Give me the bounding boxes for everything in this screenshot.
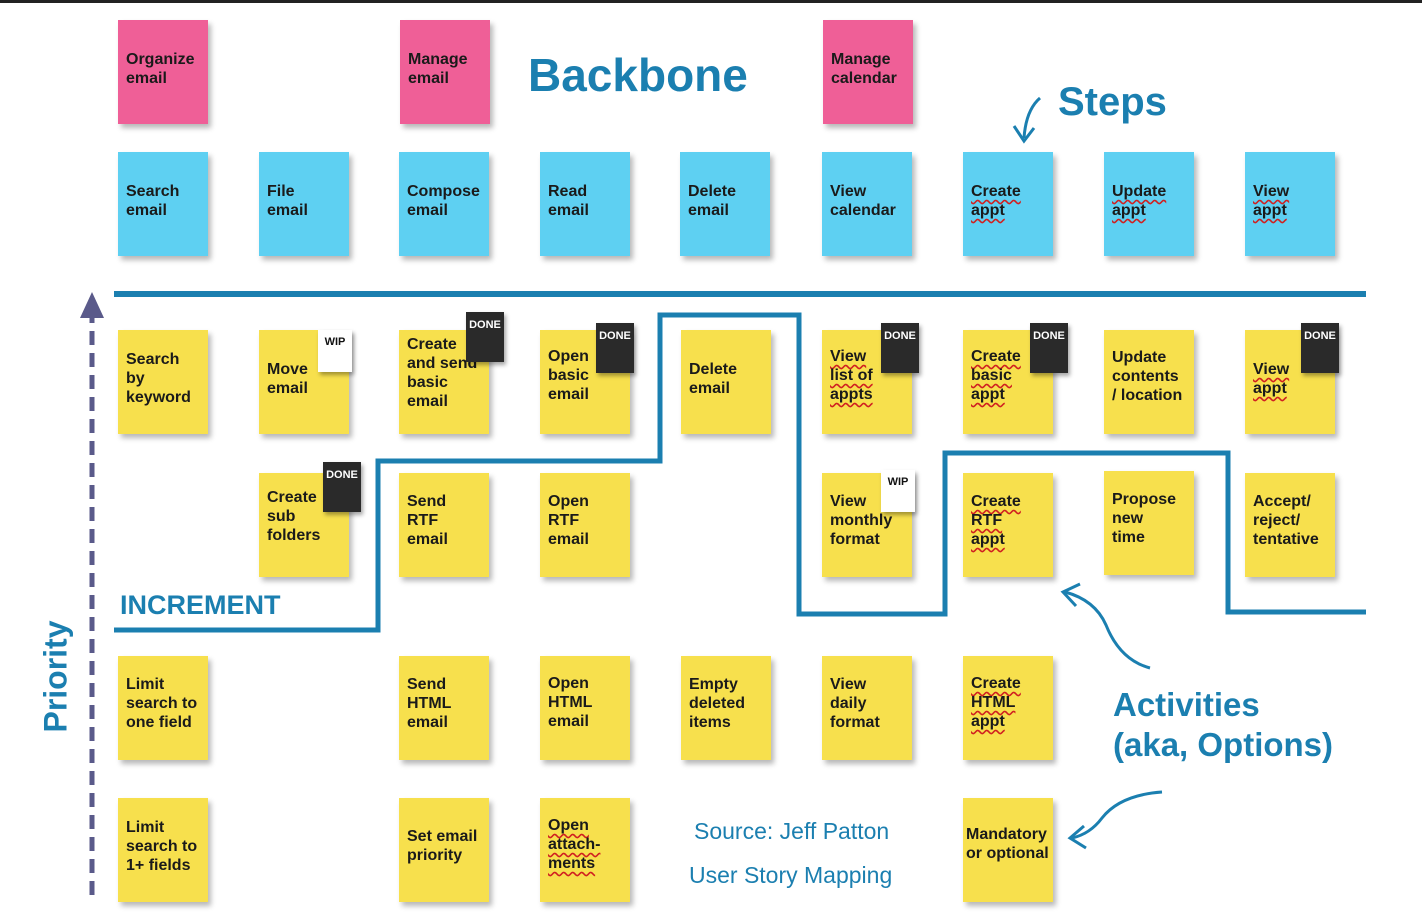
done-tag: DONE bbox=[1030, 323, 1068, 373]
step-note-file-email: File email bbox=[259, 152, 349, 256]
mandatory-arrow bbox=[1071, 790, 1163, 840]
note-text: Update contents / location bbox=[1112, 349, 1183, 404]
note-text: Send HTML email bbox=[407, 676, 452, 731]
activity-note-limit-search-one-field: Limit search to one field bbox=[118, 656, 208, 760]
note-text: Propose new time bbox=[1112, 491, 1177, 546]
step-note-read-email: Read email bbox=[540, 152, 630, 256]
done-tag: DONE bbox=[466, 312, 504, 362]
note-text: Open RTF email bbox=[548, 493, 589, 548]
note-text: Limit search to one field bbox=[126, 676, 198, 731]
note-text: Update appt bbox=[1112, 183, 1167, 219]
steps-arrow bbox=[1022, 96, 1042, 139]
activity-note-create-send-basic-email: Create and send basic email bbox=[399, 330, 489, 434]
note-text: Limit search to 1+ fields bbox=[126, 819, 198, 874]
note-text: Search email bbox=[126, 183, 180, 219]
note-text: Send RTF email bbox=[407, 493, 448, 548]
note-text: Open attach- ments bbox=[548, 817, 601, 872]
activity-note-mandatory-or-optional: Mandatory or optional bbox=[963, 798, 1053, 902]
steps-label: Steps bbox=[1058, 80, 1167, 124]
priority-arrowhead bbox=[80, 292, 104, 318]
note-text: Empty deleted items bbox=[689, 676, 746, 731]
step-note-search-email: Search email bbox=[118, 152, 208, 256]
activity-note-delete-email: Delete email bbox=[681, 330, 771, 434]
note-text: View monthly format bbox=[830, 493, 893, 548]
activity-note-propose-new-time: Propose new time bbox=[1104, 471, 1194, 575]
wip-tag: WIP bbox=[318, 330, 352, 372]
activities-label-line1: Activities bbox=[1113, 686, 1260, 723]
priority-label: Priority bbox=[37, 620, 74, 733]
activities-arrow bbox=[1064, 590, 1151, 670]
note-text: Accept/ reject/ tentative bbox=[1253, 493, 1319, 548]
backbone-note-organize-email: Organize email bbox=[118, 20, 208, 124]
note-text: View appt bbox=[1253, 183, 1290, 219]
note-text: Delete email bbox=[689, 361, 738, 397]
step-note-update-appt: Update appt bbox=[1104, 152, 1194, 256]
activity-note-update-contents-location: Update contents / location bbox=[1104, 330, 1194, 434]
note-text: Compose email bbox=[407, 183, 480, 219]
done-tag: DONE bbox=[323, 462, 361, 512]
done-tag: DONE bbox=[596, 323, 634, 373]
activity-note-view-monthly-format: View monthly format bbox=[822, 473, 912, 577]
step-note-delete-email: Delete email bbox=[680, 152, 770, 256]
activity-note-create-rtf-appt: Create RTF appt bbox=[963, 473, 1053, 577]
activity-note-move-email: Move email bbox=[259, 330, 349, 434]
wip-tag: WIP bbox=[881, 470, 915, 512]
done-tag: DONE bbox=[1301, 323, 1339, 373]
activity-note-open-attachments: Open attach- ments bbox=[540, 798, 630, 902]
backbone-label: Backbone bbox=[528, 49, 748, 101]
step-note-create-appt: Create appt bbox=[963, 152, 1053, 256]
note-text: Move email bbox=[267, 361, 308, 397]
backbone-note-manage-email: Manage email bbox=[400, 20, 490, 124]
activity-note-view-daily-format: View daily format bbox=[822, 656, 912, 760]
steps-arrowhead bbox=[1012, 125, 1036, 144]
activity-note-open-rtf-email: Open RTF email bbox=[540, 473, 630, 577]
note-text: Delete email bbox=[688, 183, 737, 219]
activity-note-search-by-keyword: Search by keyword bbox=[118, 330, 208, 434]
increment-boundary bbox=[114, 312, 1366, 633]
activity-note-create-html-appt: Create HTML appt bbox=[963, 656, 1053, 760]
note-text: Create basic appt bbox=[971, 348, 1021, 403]
step-note-view-calendar: View calendar bbox=[822, 152, 912, 256]
activities-arrowhead bbox=[1060, 582, 1081, 608]
note-text: Mandatory or optional bbox=[966, 826, 1049, 862]
activity-note-view-list-of-appts: View list of appts bbox=[822, 330, 912, 434]
note-text: Organize email bbox=[126, 51, 195, 87]
source-book: User Story Mapping bbox=[689, 862, 893, 888]
activities-label-line2: (aka, Options) bbox=[1113, 726, 1334, 763]
note-text: View calendar bbox=[830, 183, 896, 219]
step-note-compose-email: Compose email bbox=[399, 152, 489, 256]
note-text: Open basic email bbox=[548, 348, 589, 403]
note-text: Manage calendar bbox=[831, 51, 897, 87]
note-text: Set email priority bbox=[407, 828, 478, 864]
activity-note-send-rtf-email: Send RTF email bbox=[399, 473, 489, 577]
note-text: Search by keyword bbox=[126, 351, 191, 406]
activity-note-accept-reject-tentative: Accept/ reject/ tentative bbox=[1245, 473, 1335, 577]
note-text: Open HTML email bbox=[548, 675, 593, 730]
note-text: Read email bbox=[548, 183, 589, 219]
activity-note-set-email-priority: Set email priority bbox=[399, 798, 489, 902]
mandatory-arrowhead bbox=[1067, 824, 1087, 850]
activity-note-limit-search-many-fields: Limit search to 1+ fields bbox=[118, 798, 208, 902]
note-text: View daily format bbox=[830, 676, 880, 731]
note-text: Create RTF appt bbox=[971, 493, 1021, 548]
note-text: Manage email bbox=[408, 51, 468, 87]
note-text: View list of appts bbox=[830, 348, 873, 403]
note-text: Create appt bbox=[971, 183, 1021, 219]
step-note-view-appt: View appt bbox=[1245, 152, 1335, 256]
note-text: Create and send basic email bbox=[407, 336, 478, 410]
note-text: Create sub folders bbox=[267, 489, 321, 544]
note-text: View appt bbox=[1253, 361, 1290, 397]
backbone-note-manage-calendar: Manage calendar bbox=[823, 20, 913, 124]
note-text: Create HTML appt bbox=[971, 675, 1021, 730]
source-credit: Source: Jeff Patton bbox=[694, 818, 890, 844]
activity-note-empty-deleted-items: Empty deleted items bbox=[681, 656, 771, 760]
activity-note-send-html-email: Send HTML email bbox=[399, 656, 489, 760]
activity-note-open-html-email: Open HTML email bbox=[540, 656, 630, 760]
done-tag: DONE bbox=[881, 323, 919, 373]
increment-label: INCREMENT bbox=[120, 590, 281, 620]
top-border bbox=[0, 0, 1422, 3]
note-text: File email bbox=[267, 183, 308, 219]
